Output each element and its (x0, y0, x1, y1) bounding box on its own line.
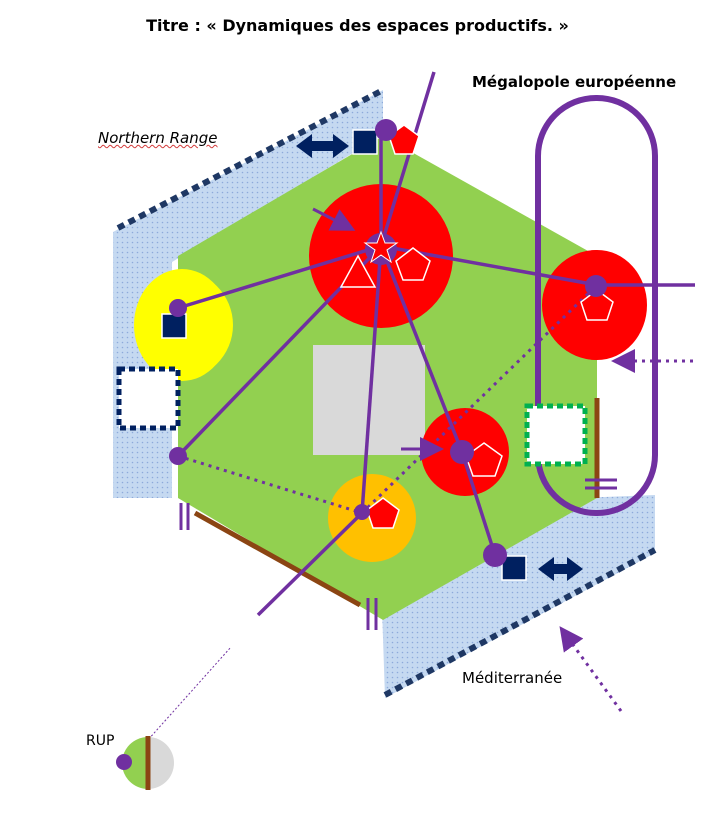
axis-network (176, 71, 695, 617)
mediterranee-label: Méditerranée (462, 669, 563, 687)
megalopole-label: Mégalopole européenne (472, 73, 677, 91)
east-dynamic-square (524, 403, 588, 467)
northwest-technopole-square (116, 366, 181, 431)
rup-symbol (116, 736, 174, 790)
paris-attraction-arrow (312, 207, 356, 231)
le-havre-port-square (352, 129, 378, 155)
med-inflow-arrow (559, 626, 623, 712)
paris-triangle-icon (339, 254, 377, 288)
megalopole-loop (535, 95, 658, 516)
mediterranean-exchange-arrow (538, 557, 583, 581)
secondary-links (177, 283, 599, 515)
diagram-title: Titre : « Dynamiques des espaces product… (146, 16, 569, 35)
mediterranean-coastline (383, 547, 657, 698)
southwest-border (193, 510, 362, 608)
paris-star-icon (363, 230, 399, 264)
west-port-square (161, 313, 187, 339)
marseille-port-square (501, 555, 527, 581)
rup-label: RUP (86, 733, 115, 749)
northern-range-label: Northern Range (98, 129, 218, 147)
northern-range-coastline (116, 87, 385, 231)
mediterranean-sea-zone (382, 495, 655, 698)
northern-range-exchange-arrow (296, 134, 349, 158)
border-crossing-marks (179, 478, 617, 630)
